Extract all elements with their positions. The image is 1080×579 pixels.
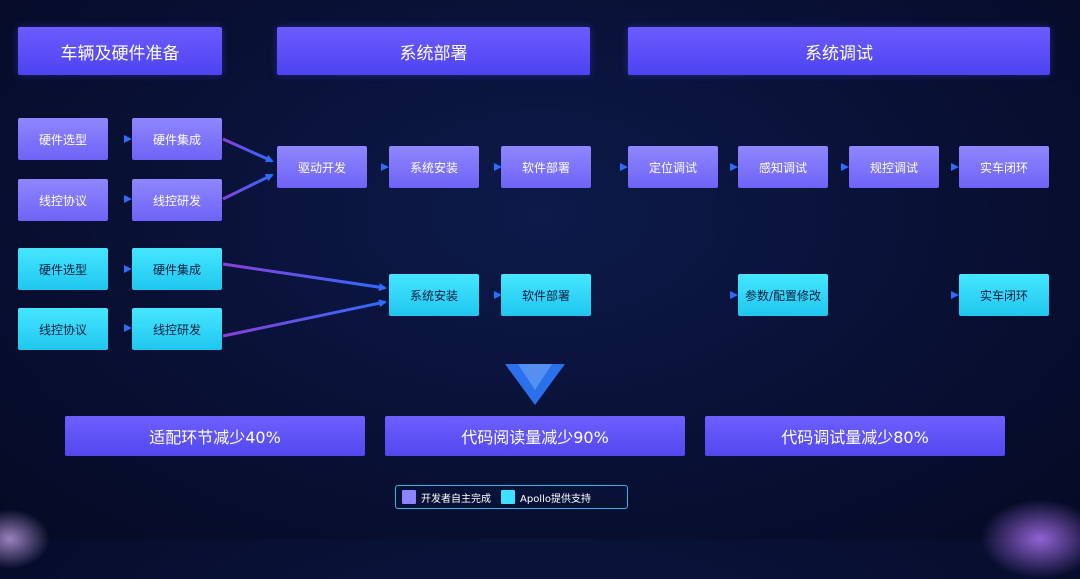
box-label: 定位调试 <box>648 160 697 175</box>
legend-swatch-developer <box>402 490 416 504</box>
r1-hardware-integrate: 硬件集成 <box>132 118 222 160</box>
down-arrow-icon <box>505 364 565 405</box>
r1-localization-debug: 定位调试 <box>628 146 718 188</box>
result-adaptation: 适配环节减少40% <box>65 416 365 456</box>
box-label: 软件部署 <box>521 160 570 175</box>
arrow-r2-c <box>222 262 387 292</box>
connector-lines <box>110 135 959 405</box>
legend: 开发者自主完成 Apollo提供支持 <box>395 485 628 509</box>
header-system-debug: 系统调试 <box>628 27 1050 75</box>
r1-driver-dev: 驱动开发 <box>277 146 367 188</box>
legend-swatch-apollo <box>501 490 515 504</box>
box-label: 硬件选型 <box>38 262 87 277</box>
r1-drive-protocol: 线控协议 <box>18 179 108 221</box>
box-label: 线控协议 <box>38 193 87 208</box>
legend-item-developer: 开发者自主完成 <box>402 490 491 505</box>
legend-label: 开发者自主完成 <box>421 493 491 505</box>
r1-system-install: 系统安装 <box>389 146 479 188</box>
r1-software-deploy: 软件部署 <box>501 146 591 188</box>
r1-drive-develop: 线控研发 <box>132 179 222 221</box>
box-label: 实车闭环 <box>979 160 1028 175</box>
box-label: 系统安装 <box>409 160 458 175</box>
r2-hardware-select: 硬件选型 <box>18 248 108 290</box>
legend-label: Apollo提供支持 <box>520 493 591 505</box>
r2-drive-develop: 线控研发 <box>132 308 222 350</box>
arrow-r2-d <box>222 299 387 338</box>
r2-software-deploy: 软件部署 <box>501 274 591 316</box>
r1-perception-debug: 感知调试 <box>738 146 828 188</box>
r1-planning-debug: 规控调试 <box>849 146 939 188</box>
box-label: 软件部署 <box>521 288 570 303</box>
result-code-reading: 代码阅读量减少90% <box>385 416 685 456</box>
legend-item-apollo: Apollo提供支持 <box>501 490 591 505</box>
r1-hardware-select: 硬件选型 <box>18 118 108 160</box>
result-code-debug: 代码调试量减少80% <box>705 416 1005 456</box>
header-system-deploy: 系统部署 <box>277 27 590 75</box>
box-label: 线控研发 <box>152 193 201 208</box>
result-label: 代码调试量减少80% <box>781 428 929 447</box>
box-label: 感知调试 <box>758 160 807 175</box>
r1-real-vehicle-loop: 实车闭环 <box>959 146 1049 188</box>
box-label: 参数/配置修改 <box>744 288 822 303</box>
r2-drive-protocol: 线控协议 <box>18 308 108 350</box>
header-label: 系统部署 <box>399 43 468 64</box>
box-label: 实车闭环 <box>979 288 1028 303</box>
box-label: 驱动开发 <box>297 160 346 175</box>
box-label: 规控调试 <box>869 160 918 175</box>
header-label: 车辆及硬件准备 <box>60 43 180 64</box>
arrow-r1-c <box>222 137 274 163</box>
box-label: 线控协议 <box>38 322 87 337</box>
box-label: 硬件选型 <box>38 132 87 147</box>
r2-param-config: 参数/配置修改 <box>738 274 828 316</box>
box-label: 硬件集成 <box>152 132 201 147</box>
r2-real-vehicle-loop: 实车闭环 <box>959 274 1049 316</box>
box-label: 系统安装 <box>409 288 458 303</box>
header-vehicle-hardware: 车辆及硬件准备 <box>18 27 222 75</box>
arrow-r1-d <box>222 173 274 201</box>
result-label: 适配环节减少40% <box>149 428 281 447</box>
r2-hardware-integrate: 硬件集成 <box>132 248 222 290</box>
box-label: 线控研发 <box>152 322 201 337</box>
box-label: 硬件集成 <box>152 262 201 277</box>
header-label: 系统调试 <box>805 43 873 64</box>
r2-system-install: 系统安装 <box>389 274 479 316</box>
result-label: 代码阅读量减少90% <box>461 428 609 447</box>
